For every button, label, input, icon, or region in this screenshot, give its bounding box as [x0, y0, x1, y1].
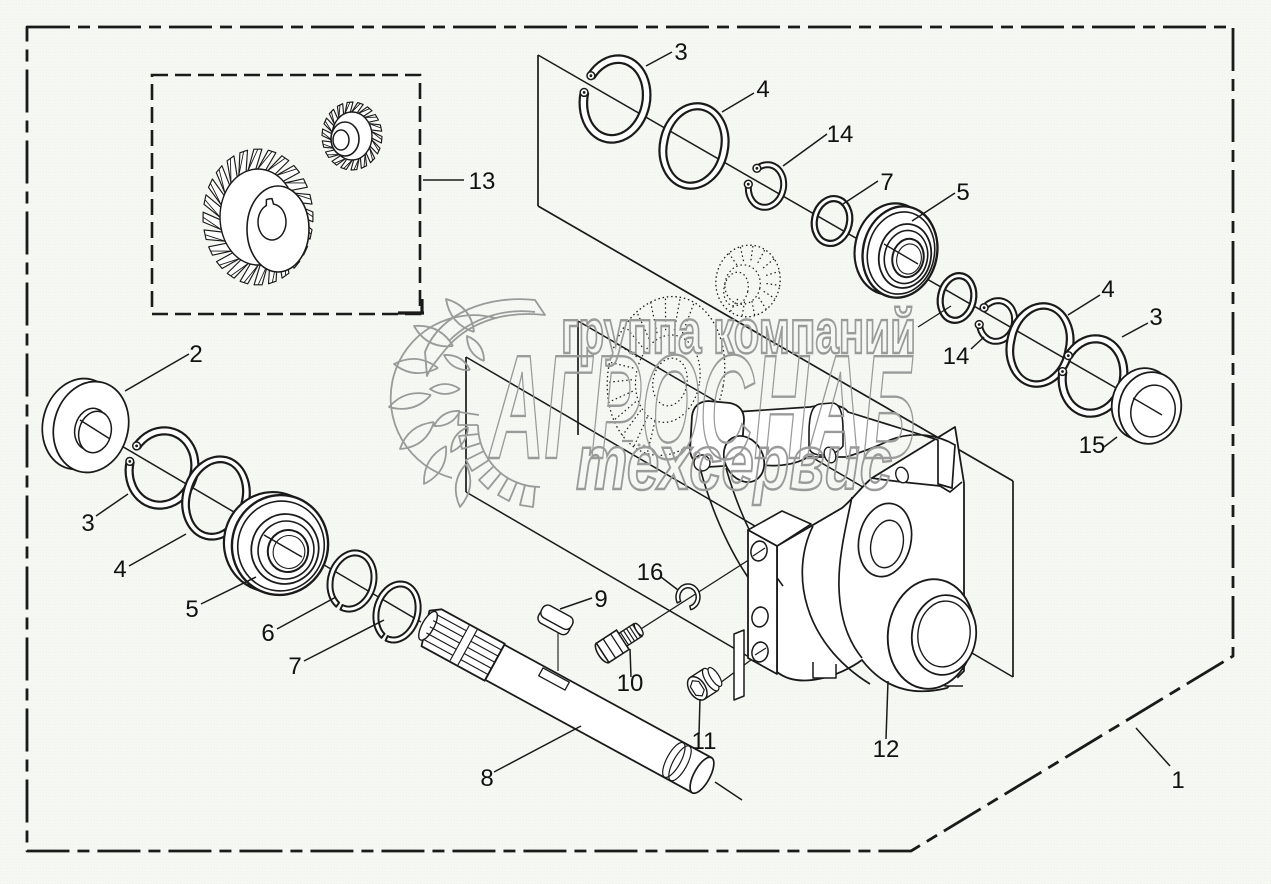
svg-text:7: 7 — [880, 169, 893, 196]
svg-text:3: 3 — [674, 39, 687, 66]
svg-text:9: 9 — [594, 586, 607, 613]
svg-text:14: 14 — [943, 343, 970, 370]
svg-text:16: 16 — [637, 559, 664, 586]
svg-text:техсервис: техсервис — [576, 418, 892, 506]
svg-text:4: 4 — [756, 76, 769, 103]
svg-text:3: 3 — [1149, 304, 1162, 331]
svg-text:4: 4 — [1101, 276, 1114, 303]
svg-text:12: 12 — [873, 736, 900, 763]
svg-text:11: 11 — [692, 728, 717, 755]
svg-text:13: 13 — [469, 168, 496, 195]
svg-text:группа компаний: группа компаний — [561, 298, 916, 367]
svg-text:6: 6 — [261, 620, 274, 647]
svg-text:14: 14 — [827, 121, 854, 148]
svg-text:5: 5 — [956, 179, 969, 206]
svg-text:3: 3 — [81, 510, 94, 537]
svg-text:8: 8 — [480, 765, 493, 792]
svg-text:7: 7 — [288, 653, 301, 680]
svg-text:АГРОСНАБ: АГРОСНАБ — [488, 325, 916, 490]
svg-text:4: 4 — [113, 556, 126, 583]
svg-text:5: 5 — [185, 596, 198, 623]
svg-text:15: 15 — [1079, 432, 1106, 459]
svg-text:1: 1 — [1171, 767, 1184, 794]
svg-text:2: 2 — [189, 341, 202, 368]
svg-text:10: 10 — [617, 670, 644, 697]
